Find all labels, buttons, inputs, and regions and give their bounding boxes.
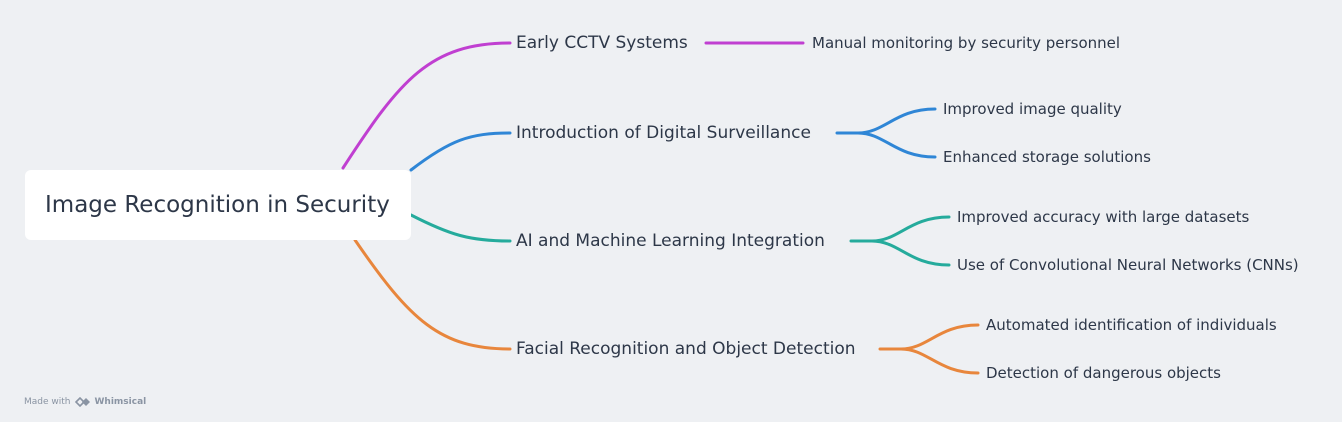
leaf-node-improved-image-quality[interactable]: Improved image quality bbox=[943, 100, 1122, 118]
leaf-node-dangerous-objects[interactable]: Detection of dangerous objects bbox=[986, 364, 1221, 382]
whimsical-brand-label: Whimsical bbox=[94, 397, 147, 407]
whimsical-logo-icon bbox=[74, 397, 91, 407]
connector-branch-3-leaf-2 bbox=[870, 239, 951, 267]
leaf-node-manual-monitoring[interactable]: Manual monitoring by security personnel bbox=[812, 34, 1121, 52]
connector-branch-2-leaf-1 bbox=[856, 107, 937, 135]
branch-node-early-cctv[interactable]: Early CCTV Systems bbox=[516, 33, 688, 53]
leaf-node-cnns[interactable]: Use of Convolutional Neural Networks (CN… bbox=[957, 256, 1299, 274]
connector-branch-4-leaf-2 bbox=[899, 347, 980, 375]
connector-root-branch-2 bbox=[409, 131, 512, 172]
connector-branch-2-leaf-2 bbox=[856, 131, 937, 159]
branch-node-ai-ml-integration[interactable]: AI and Machine Learning Integration bbox=[516, 231, 825, 251]
connector-root-branch-1 bbox=[341, 41, 512, 170]
branch-node-digital-surveillance[interactable]: Introduction of Digital Surveillance bbox=[516, 123, 811, 143]
made-with-label: Made with bbox=[24, 397, 71, 407]
leaf-node-enhanced-storage[interactable]: Enhanced storage solutions bbox=[943, 148, 1151, 166]
connector-root-branch-4 bbox=[353, 238, 512, 351]
branch-node-facial-recognition[interactable]: Facial Recognition and Object Detection bbox=[516, 339, 856, 359]
connector-root-branch-3 bbox=[409, 213, 512, 243]
connector-branch-3-leaf-1 bbox=[870, 215, 951, 243]
root-node[interactable]: Image Recognition in Security bbox=[25, 170, 411, 240]
leaf-node-automated-identification[interactable]: Automated identification of individuals bbox=[986, 316, 1277, 334]
connector-branch-4-leaf-1 bbox=[899, 323, 980, 351]
root-node-label: Image Recognition in Security bbox=[45, 192, 390, 218]
made-with-whimsical-badge[interactable]: Made with Whimsical bbox=[24, 397, 146, 407]
leaf-node-improved-accuracy[interactable]: Improved accuracy with large datasets bbox=[957, 208, 1250, 226]
